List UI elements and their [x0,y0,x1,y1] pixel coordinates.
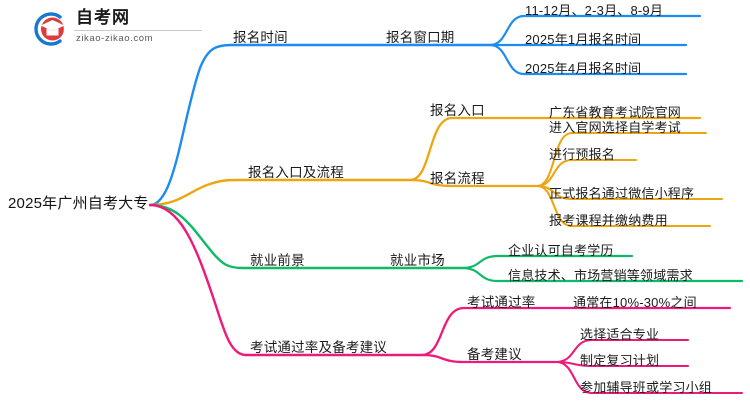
leaf-wechat-miniprogram-registration[interactable]: 正式报名通过微信小程序 [549,186,695,201]
logo-wordmark: 自考网 zikao-zikao.com [74,8,209,44]
leaf-choose-self-study-exam[interactable]: 进入官网选择自学考试 [549,120,682,135]
node-employment-market[interactable]: 就业市场 [390,253,445,268]
branch-line-employment-prospects [148,203,744,283]
branch-line-pass-rate-and-advice [148,203,744,395]
graduation-cap-logo-icon [30,10,70,48]
node-preparation-advice[interactable]: 备考建议 [467,347,522,362]
leaf-enterprises-recognize-degree[interactable]: 企业认可自考学历 [508,243,614,258]
root-node[interactable]: 2025年广州自考大专 [8,195,149,212]
logo-title: 自考网 [76,8,130,27]
logo-subtitle: zikao-zikao.com [76,33,154,44]
node-registration-window[interactable]: 报名窗口期 [386,30,455,45]
node-registration-time[interactable]: 报名时间 [233,30,288,45]
branch-line-entry-and-process [148,116,724,228]
logo-divider [74,30,202,31]
node-pass-rate-and-advice[interactable]: 考试通过率及备考建议 [250,340,387,355]
leaf-make-review-plan[interactable]: 制定复习计划 [580,353,660,368]
branch-line-registration-time [148,14,702,207]
node-exam-pass-rate[interactable]: 考试通过率 [467,295,536,310]
leaf-pass-rate-range[interactable]: 通常在10%-30%之间 [573,295,697,310]
node-employment-prospects[interactable]: 就业前景 [250,253,305,268]
leaf-pre-registration[interactable]: 进行预报名 [549,147,616,162]
site-logo: 自考网 zikao-zikao.com [30,8,210,50]
leaf-registration-months[interactable]: 11-12月、2-3月、8-9月 [525,3,664,18]
node-registration-process[interactable]: 报名流程 [430,171,485,186]
leaf-registration-april[interactable]: 2025年4月报名时间 [525,61,642,76]
leaf-registration-january[interactable]: 2025年1月报名时间 [525,32,642,47]
leaf-guangdong-exam-website[interactable]: 广东省教育考试院官网 [549,105,682,120]
node-entry-and-process[interactable]: 报名入口及流程 [248,165,344,180]
leaf-course-registration-payment[interactable]: 报考课程并缴纳费用 [549,213,668,228]
leaf-join-tutoring-group[interactable]: 参加辅导班或学习小组 [580,380,713,395]
leaf-it-marketing-demand[interactable]: 信息技术、市场营销等领域需求 [508,268,693,283]
node-registration-entry[interactable]: 报名入口 [430,103,485,118]
leaf-choose-suitable-major[interactable]: 选择适合专业 [580,327,660,342]
